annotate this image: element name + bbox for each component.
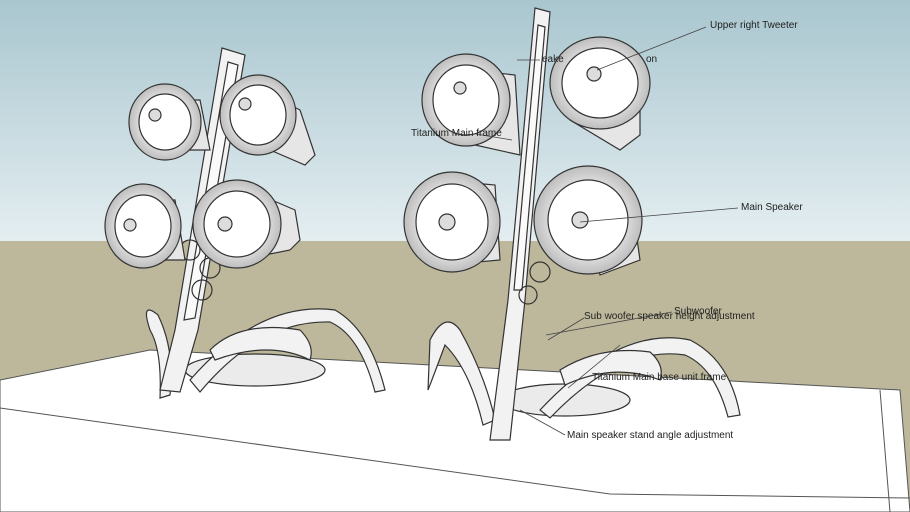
- right-upper-left-speaker[interactable]: [421, 53, 521, 156]
- right-speaker-unit[interactable]: [403, 7, 741, 441]
- left-lower-right-speaker[interactable]: [192, 179, 301, 269]
- platform-edge: [0, 407, 910, 499]
- platform-top: [0, 349, 910, 512]
- label-upper-right-tweeter: Upper right Tweeter: [710, 20, 798, 31]
- leader-tweeter: [596, 26, 707, 71]
- leader-sub-height: [547, 317, 585, 341]
- right-ring-2: [518, 285, 538, 305]
- label-speaker-partial-right: on: [646, 54, 658, 65]
- label-titanium-main-base-unit-frame: Titanium Main base unit frame: [592, 372, 727, 383]
- left-upper-right-speaker[interactable]: [219, 74, 316, 166]
- right-base-arch-mid: [559, 349, 662, 386]
- leader-stand-angle: [519, 409, 566, 436]
- leader-titanium-frame: [475, 133, 513, 141]
- platform-side-edge: [879, 389, 891, 512]
- left-speaker-unit[interactable]: [104, 47, 386, 399]
- leader-base-frame: [567, 344, 621, 389]
- label-main-speaker-stand-angle-adjustment: Main speaker stand angle adjustment: [567, 430, 734, 441]
- label-main-speaker: Main Speaker: [741, 202, 803, 213]
- right-main-speaker[interactable]: [533, 165, 643, 276]
- right-upper-right-tweeter[interactable]: [549, 36, 651, 151]
- right-main-frame-inner: [513, 24, 546, 291]
- leader-lines: [475, 26, 739, 436]
- right-lower-left-speaker[interactable]: [403, 171, 501, 273]
- right-ring-1: [529, 261, 551, 283]
- left-base-arch-mid: [209, 326, 312, 361]
- label-speaker-partial: eake: [542, 54, 564, 65]
- leader-subwoofer: [545, 311, 673, 336]
- label-subwoofer: Subwoofer: [674, 306, 722, 317]
- left-upper-left-speaker[interactable]: [128, 83, 211, 161]
- label-sub-woofer-height-adjustment: Sub woofer speaker height adjustment: [584, 311, 755, 322]
- leader-main-speaker: [579, 207, 739, 223]
- left-ring-3: [191, 279, 213, 301]
- left-lower-left-speaker[interactable]: [104, 183, 186, 269]
- label-titanium-main-frame: Titanium Main frame: [411, 128, 502, 139]
- right-base-leg-left: [427, 321, 496, 426]
